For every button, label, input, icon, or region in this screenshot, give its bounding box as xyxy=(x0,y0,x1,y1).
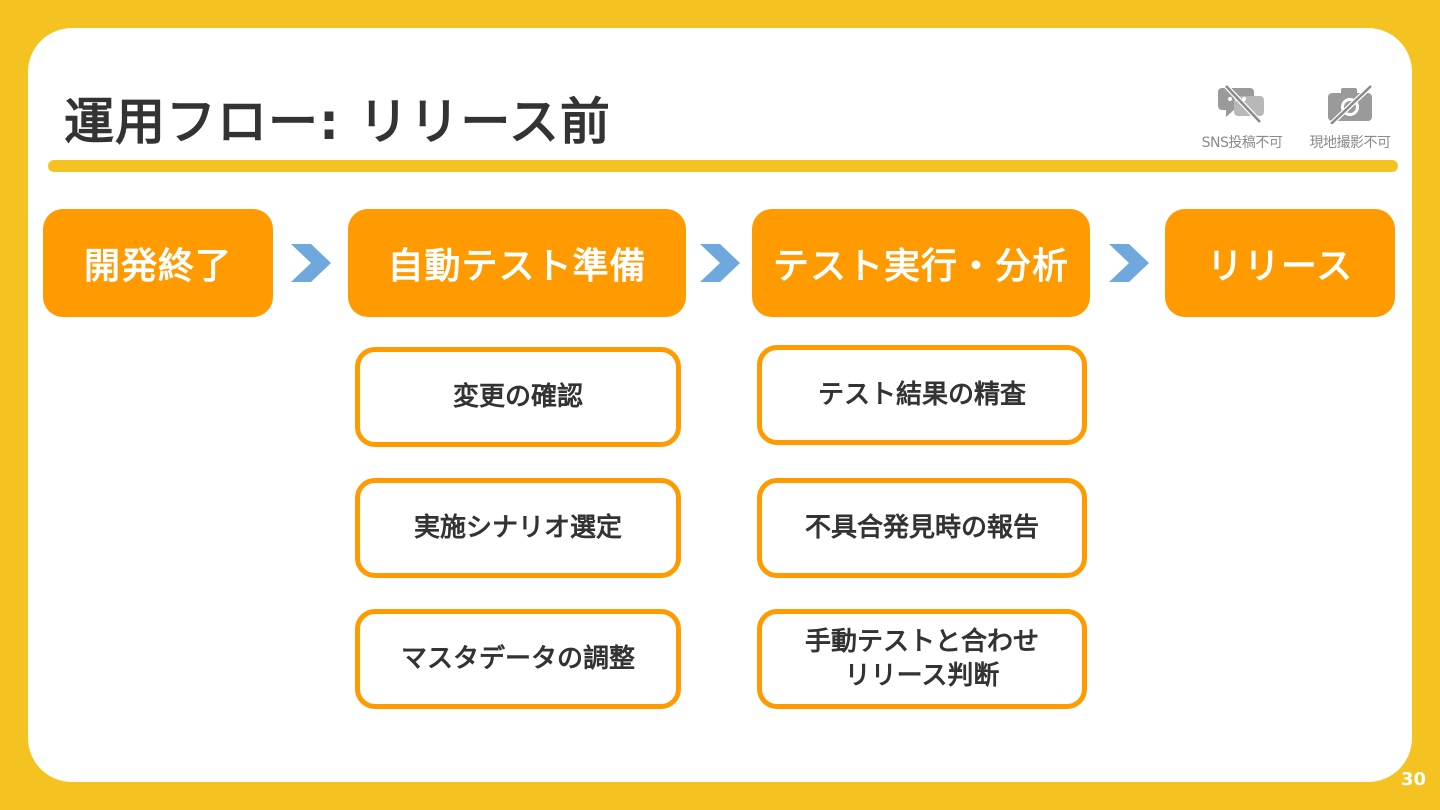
notice-no-photo: 現地撮影不可 xyxy=(1300,84,1400,152)
page-number: 30 xyxy=(1400,769,1426,790)
task-report-defects: 不具合発見時の報告 xyxy=(757,478,1087,578)
task-adjust-master-data: マスタデータの調整 xyxy=(355,609,681,709)
notice-label: 現地撮影不可 xyxy=(1309,135,1392,151)
slide-title: 運用フロー: リリース前 xyxy=(64,93,611,151)
flow-step-test-exec: テスト実行・分析 xyxy=(752,209,1090,317)
slide-card xyxy=(28,28,1412,782)
chevron-right-icon xyxy=(291,244,331,282)
no-chat-icon xyxy=(1218,84,1264,124)
chevron-right-icon xyxy=(700,244,740,282)
title-underline xyxy=(48,160,1398,172)
task-release-decision: 手動テストと合わせ リリース判断 xyxy=(757,609,1087,709)
chevron-right-icon xyxy=(1109,244,1149,282)
task-review-results: テスト結果の精査 xyxy=(757,345,1087,445)
flow-step-dev-complete: 開発終了 xyxy=(43,209,273,317)
flow-step-release: リリース xyxy=(1165,209,1395,317)
task-select-scenarios: 実施シナリオ選定 xyxy=(355,478,681,578)
flow-step-test-prep: 自動テスト準備 xyxy=(348,209,686,317)
no-camera-icon xyxy=(1328,84,1373,124)
notice-label: SNS投稿不可 xyxy=(1201,135,1283,151)
task-check-changes: 変更の確認 xyxy=(355,347,681,447)
notice-no-sns: SNS投稿不可 xyxy=(1192,84,1292,152)
